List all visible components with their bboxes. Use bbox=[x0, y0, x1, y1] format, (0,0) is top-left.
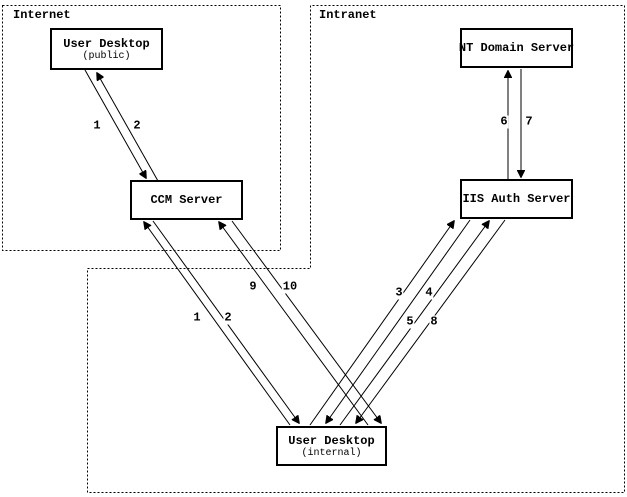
node-nt-domain-server: NT Domain Server bbox=[458, 28, 575, 68]
node-user-desktop-public: User Desktop (public) bbox=[50, 28, 163, 70]
node-iis-auth-server-title: IIS Auth Server bbox=[462, 192, 571, 206]
node-ccm-server: CCM Server bbox=[130, 180, 243, 220]
edge-label-ccm-internal-step2: 2 bbox=[223, 310, 233, 325]
node-ccm-server-title: CCM Server bbox=[150, 193, 223, 207]
node-user-desktop-public-subtitle: (public) bbox=[82, 50, 131, 62]
edge-line-internal-to-ccm-step1 bbox=[144, 222, 291, 426]
internet-region-border bbox=[2, 5, 281, 251]
node-user-desktop-internal-title: User Desktop bbox=[288, 433, 375, 448]
node-nt-domain-server-title: NT Domain Server bbox=[458, 41, 575, 55]
edge-label-iis-internal-step8: 8 bbox=[429, 314, 439, 329]
node-iis-auth-server: IIS Auth Server bbox=[460, 179, 573, 219]
edge-label-ccm-public-step2: 2 bbox=[132, 118, 142, 133]
edge-label-iis-nt-step6: 6 bbox=[499, 114, 509, 129]
intranet-region-border bbox=[87, 5, 625, 493]
node-user-desktop-internal-subtitle: (internal) bbox=[301, 447, 362, 459]
intranet-region-label: Intranet bbox=[318, 8, 378, 22]
node-user-desktop-internal: User Desktop (internal) bbox=[276, 426, 387, 466]
edge-label-internal-ccm-step9: 9 bbox=[248, 279, 258, 294]
edge-line-ccm-to-internal-step10 bbox=[231, 220, 381, 423]
edge-label-internal-ccm-step1: 1 bbox=[192, 310, 202, 325]
internet-region-label: Internet bbox=[12, 8, 72, 22]
edge-label-iis-internal-step4: 4 bbox=[424, 285, 434, 300]
edge-line-ccm-to-public-step2 bbox=[97, 73, 159, 182]
edge-line-iis-to-internal-step4 bbox=[326, 219, 471, 423]
node-user-desktop-public-title: User Desktop bbox=[63, 36, 150, 51]
edge-line-internal-to-iis-step3 bbox=[309, 221, 454, 426]
edge-label-ccm-internal-step10: 10 bbox=[281, 279, 299, 294]
edge-line-public-to-ccm-step1 bbox=[84, 69, 146, 178]
edge-label-public-ccm-step1: 1 bbox=[92, 118, 102, 133]
edge-label-nt-iis-step7: 7 bbox=[524, 114, 534, 129]
edge-label-internal-iis-step3: 3 bbox=[394, 285, 404, 300]
edge-label-internal-iis-step5: 5 bbox=[405, 314, 415, 329]
edge-line-internal-to-ccm-step9 bbox=[219, 222, 369, 426]
